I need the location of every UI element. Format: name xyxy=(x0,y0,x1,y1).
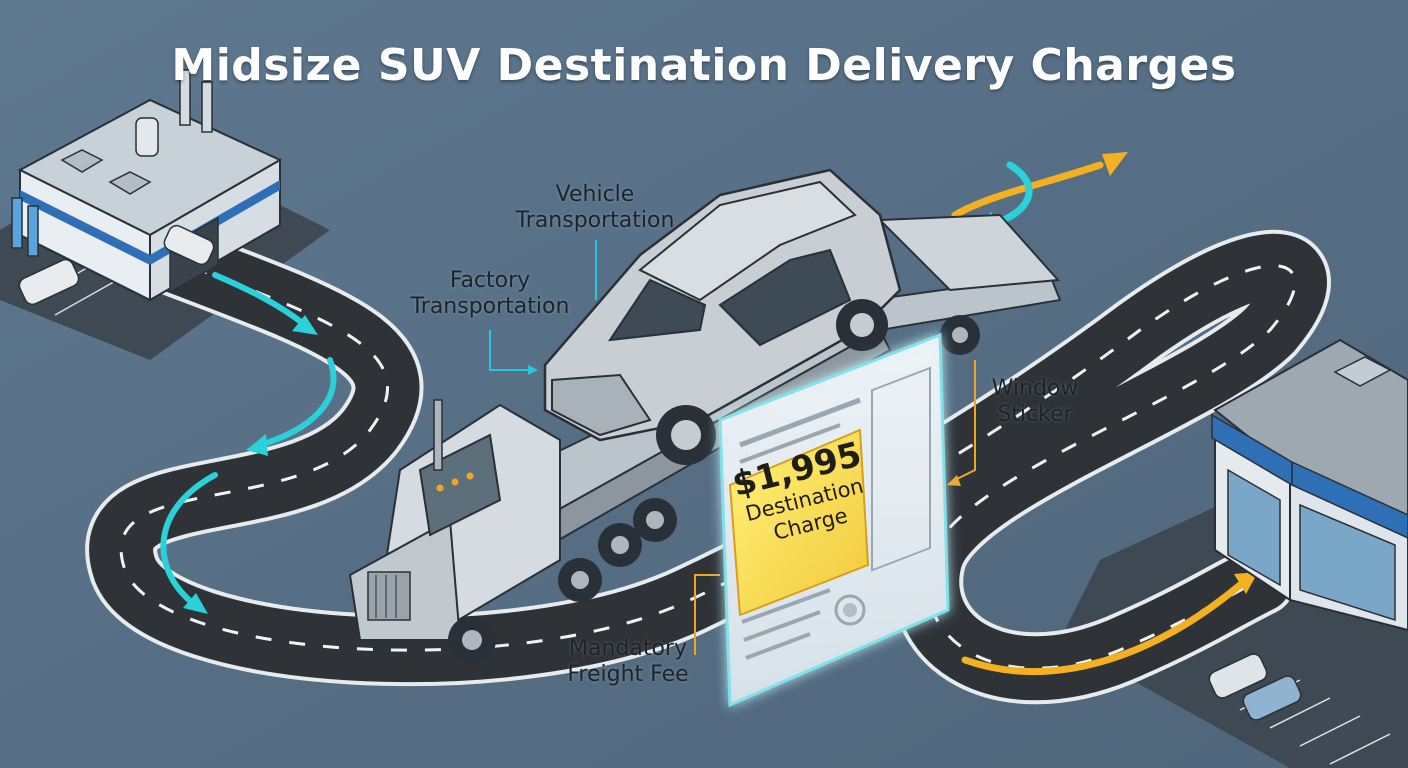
dealership-building xyxy=(1211,338,1408,632)
route-arrow-3 xyxy=(160,472,218,608)
route-arrow-1 xyxy=(212,272,308,328)
mandatory-freight-fee-line2: Freight Fee xyxy=(567,662,689,687)
dealer-cars xyxy=(1208,653,1302,721)
factory-transportation-label: Factory Transportation xyxy=(395,268,585,320)
mandatory-freight-fee-line1: Mandatory xyxy=(568,636,687,661)
factory-transport-leader xyxy=(489,330,530,371)
route-arrowhead-1 xyxy=(292,315,318,335)
route-arrowhead-4 xyxy=(1234,572,1258,594)
vehicle-transportation-label: Vehicle Transportation xyxy=(490,182,700,234)
mandatory-freight-fee-label: Mandatory Freight Fee xyxy=(553,636,703,688)
window-sticker-leader xyxy=(954,360,976,481)
suv xyxy=(543,168,902,465)
destination-charge-highlight xyxy=(728,428,870,617)
vehicle-transportation-line1: Vehicle xyxy=(555,182,635,207)
route-arrow-2 xyxy=(257,357,337,448)
route-arrow-5 xyxy=(951,161,1104,219)
freight-fee-leader xyxy=(694,574,720,655)
window-sticker-line2: Sticker xyxy=(997,402,1073,427)
page-title: Midsize SUV Destination Delivery Charges xyxy=(171,40,1237,91)
truck-cab xyxy=(348,399,602,664)
factory-transportation-line1: Factory xyxy=(449,268,531,293)
factory-cars xyxy=(18,224,215,306)
route-arrowhead-3 xyxy=(183,593,208,614)
callout-lines xyxy=(489,240,976,655)
sticker-details xyxy=(728,366,931,660)
window-sticker-label: Window Sticker xyxy=(975,376,1095,428)
window-sticker-line1: Window xyxy=(991,376,1079,401)
route-arrow-4 xyxy=(961,581,1244,675)
factory-transportation-line2: Transportation xyxy=(410,294,570,319)
route-arrowhead-5 xyxy=(1102,152,1128,176)
vehicle-transportation-line2: Transportation xyxy=(515,208,675,233)
route-arrowhead-2 xyxy=(246,434,268,456)
